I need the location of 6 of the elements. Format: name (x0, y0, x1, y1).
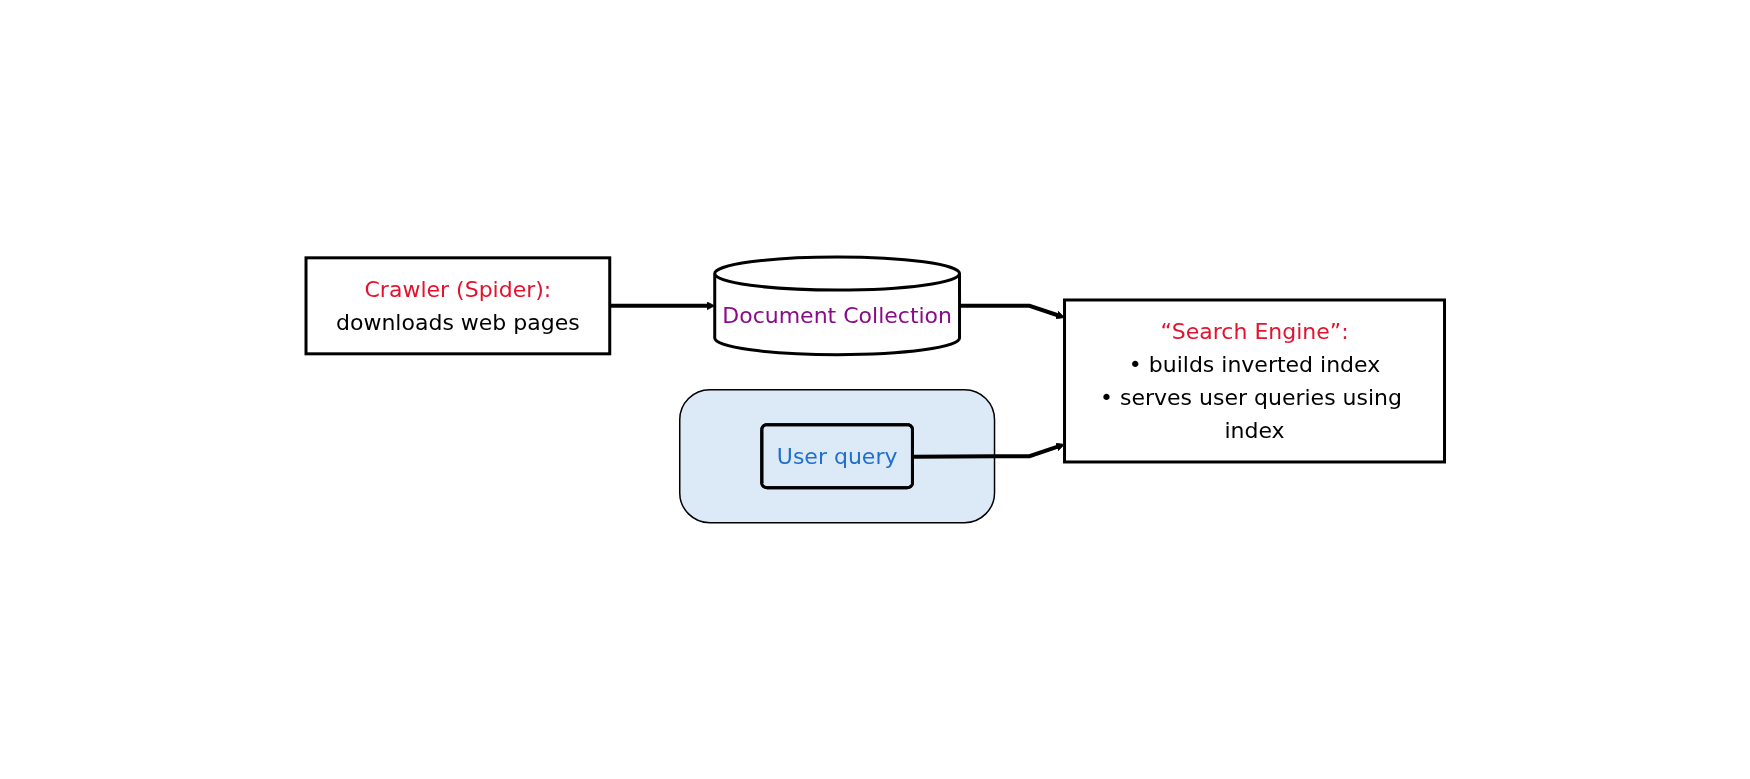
arrow (959, 303, 1065, 319)
node-box: Crawler (Spider): downloads web pages (304, 256, 611, 355)
arrow (912, 442, 1065, 459)
arrow (609, 301, 715, 310)
cluster (678, 388, 995, 524)
node-box: “Search Engine”: • builds inverted index • serves user queries using index (1062, 298, 1446, 464)
